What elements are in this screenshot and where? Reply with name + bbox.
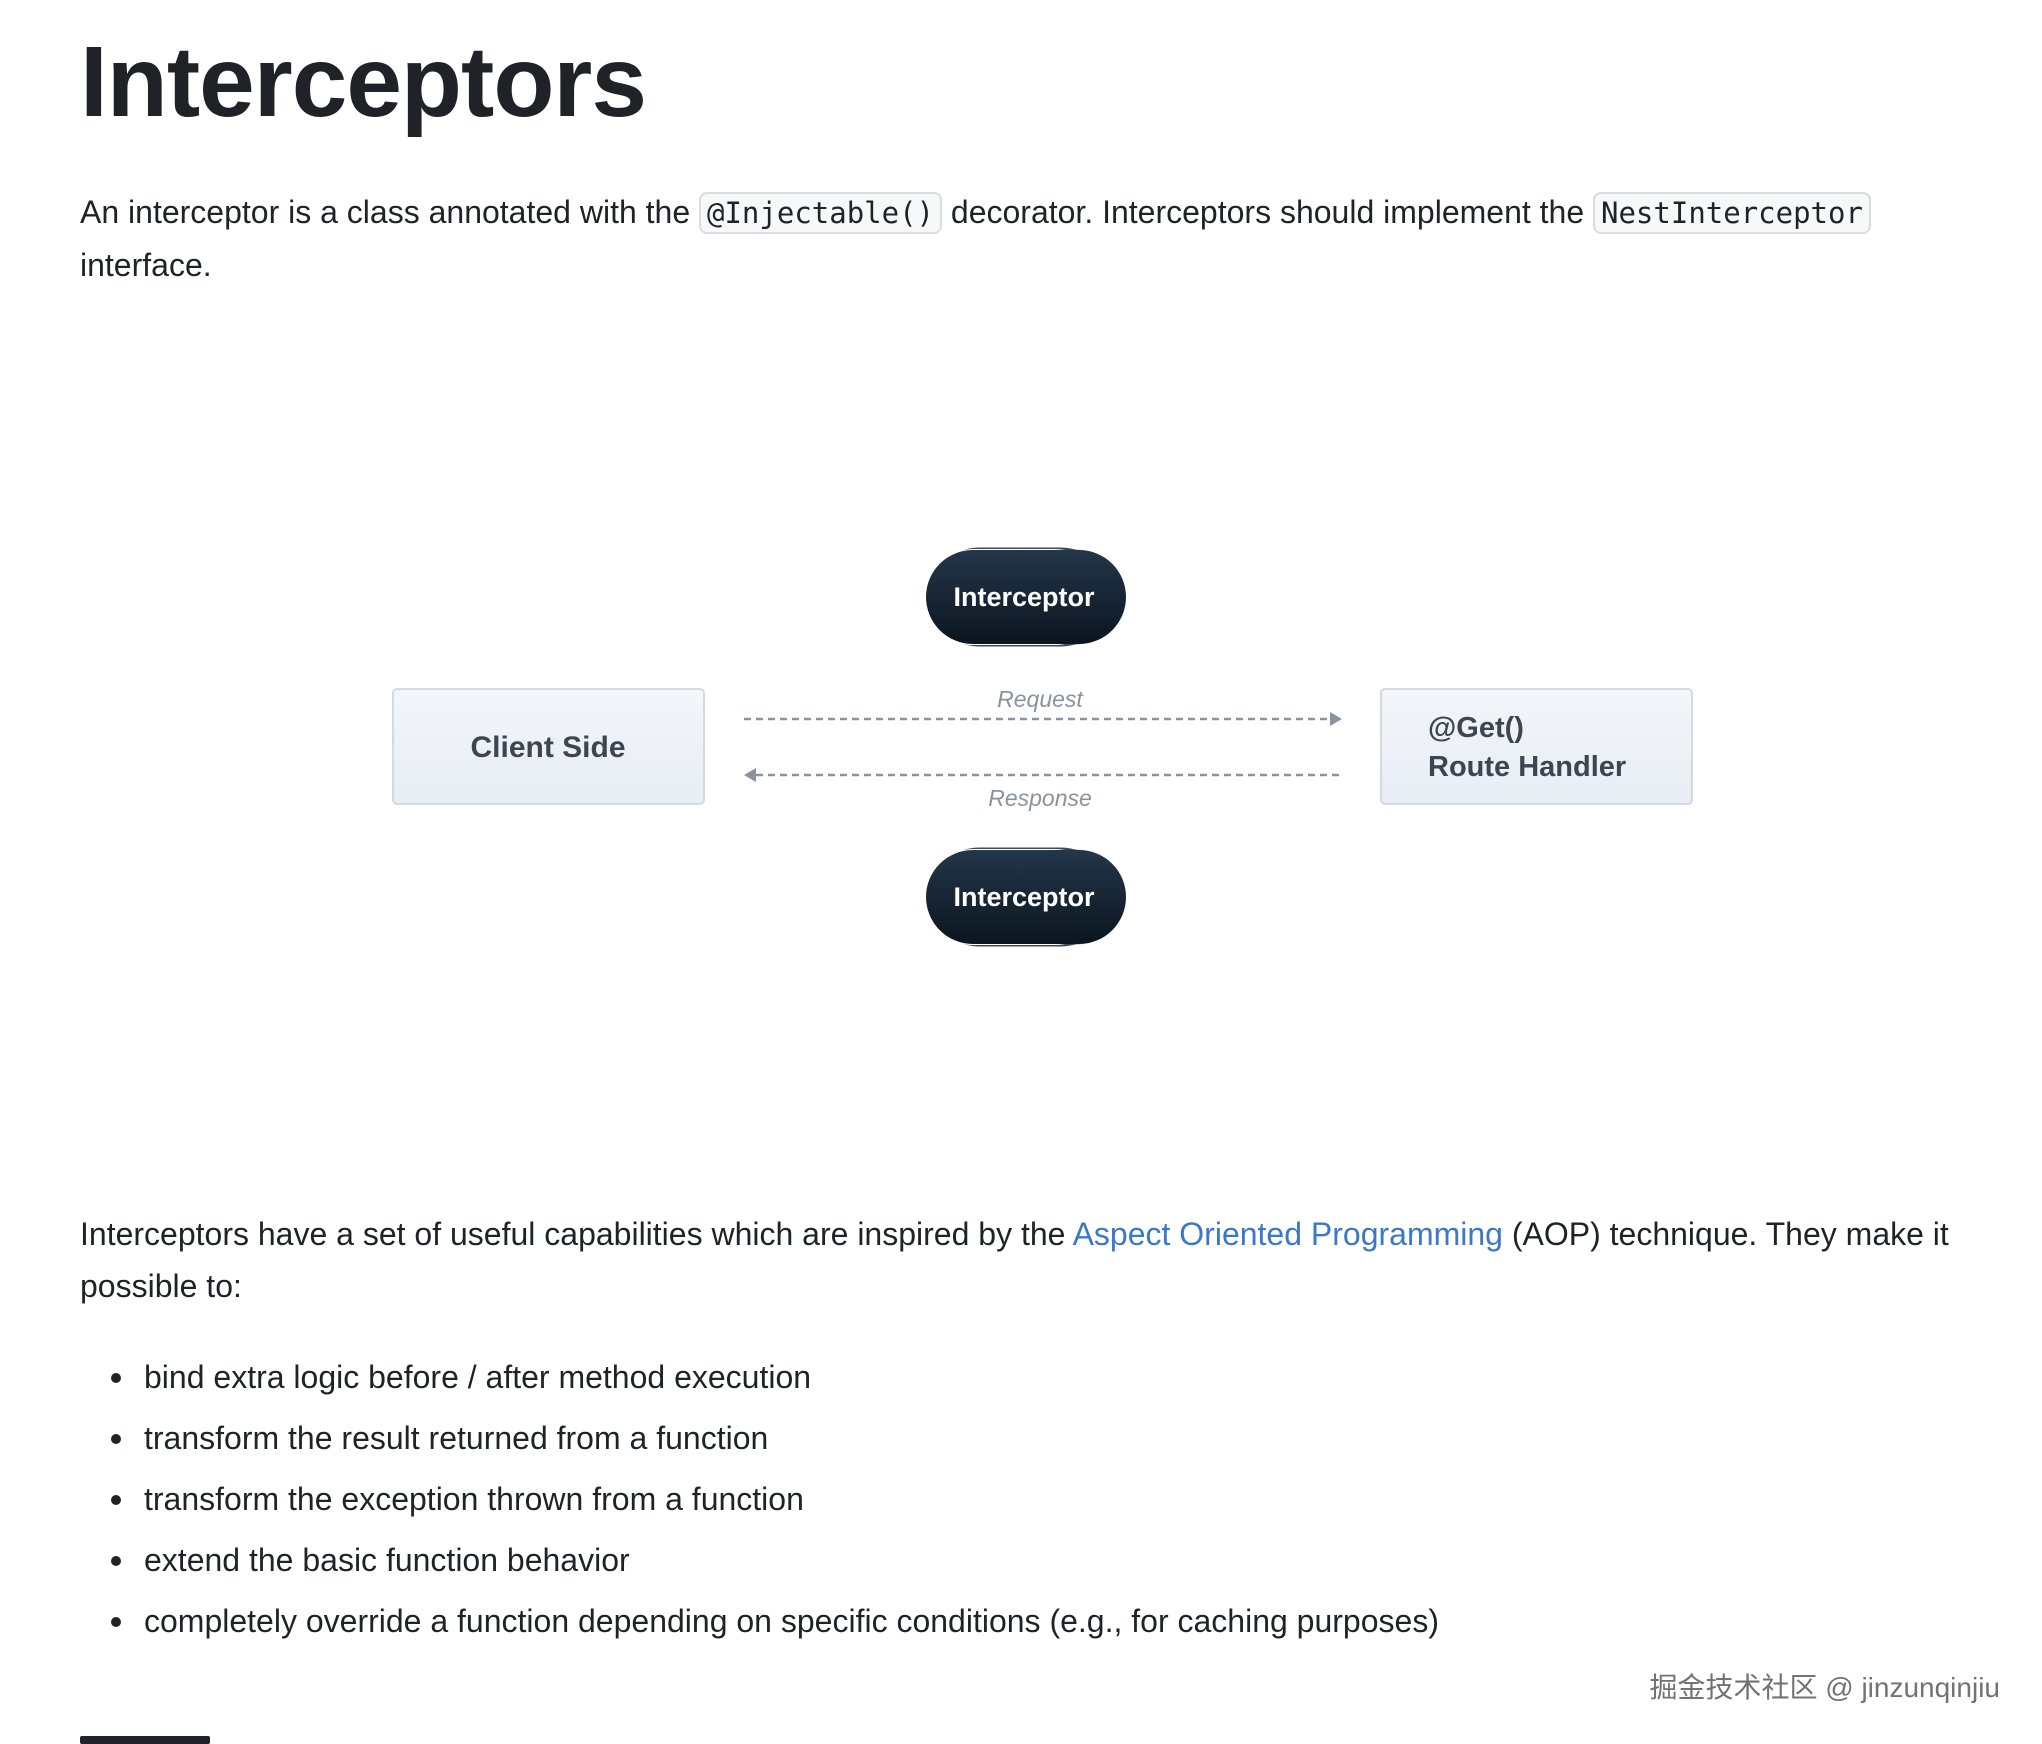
interceptor-top: Interceptor bbox=[925, 547, 1126, 647]
list-item: transform the result returned from a fun… bbox=[80, 1408, 1439, 1469]
interceptor-diagram: Interceptor Client Side @Get() Route Han… bbox=[392, 547, 1693, 947]
client-side-label: Client Side bbox=[470, 731, 625, 764]
route-handler-box: @Get() Route Handler bbox=[1380, 688, 1693, 805]
request-label: Request bbox=[997, 686, 1084, 712]
list-item: extend the basic function behavior bbox=[80, 1530, 1439, 1591]
next-heading-cutoff bbox=[80, 1736, 220, 1744]
list-item: bind extra logic before / after method e… bbox=[80, 1347, 1439, 1408]
interceptor-bottom-label: Interceptor bbox=[953, 882, 1095, 912]
intro-text-after: interface. bbox=[80, 247, 212, 283]
code-injectable: @Injectable() bbox=[699, 192, 942, 234]
capabilities-list: bind extra logic before / after method e… bbox=[80, 1347, 1439, 1652]
intro-paragraph: An interceptor is a class annotated with… bbox=[80, 186, 2000, 291]
page-title: Interceptors bbox=[80, 26, 647, 138]
watermark: 掘金技术社区 @ jinzunqinjiu bbox=[1649, 1672, 2000, 1703]
response-label: Response bbox=[988, 785, 1092, 811]
capabilities-paragraph: Interceptors have a set of useful capabi… bbox=[80, 1208, 2000, 1312]
aop-link[interactable]: Aspect Oriented Programming bbox=[1072, 1216, 1503, 1252]
route-handler-line2: Route Handler bbox=[1428, 751, 1626, 783]
capabilities-text-before: Interceptors have a set of useful capabi… bbox=[80, 1216, 1073, 1252]
capabilities-text-after: (AOP) technique. They make it possible t… bbox=[80, 1216, 1949, 1304]
list-item: completely override a function depending… bbox=[80, 1591, 1439, 1652]
pill-body bbox=[926, 550, 1126, 644]
pill-body bbox=[926, 850, 1126, 944]
list-item: transform the exception thrown from a fu… bbox=[80, 1469, 1439, 1530]
route-handler-line1: @Get() bbox=[1428, 712, 1524, 744]
response-arrow: Response bbox=[744, 768, 1344, 811]
code-nest-interceptor: NestInterceptor bbox=[1593, 192, 1871, 234]
interceptor-bottom: Interceptor bbox=[925, 847, 1126, 947]
interceptor-top-label: Interceptor bbox=[953, 582, 1095, 612]
client-side-box: Client Side bbox=[392, 688, 705, 805]
request-arrow: Request bbox=[744, 686, 1342, 726]
intro-text-before: An interceptor is a class annotated with… bbox=[80, 194, 700, 230]
intro-text-middle: decorator. Interceptors should implement… bbox=[942, 194, 1594, 230]
